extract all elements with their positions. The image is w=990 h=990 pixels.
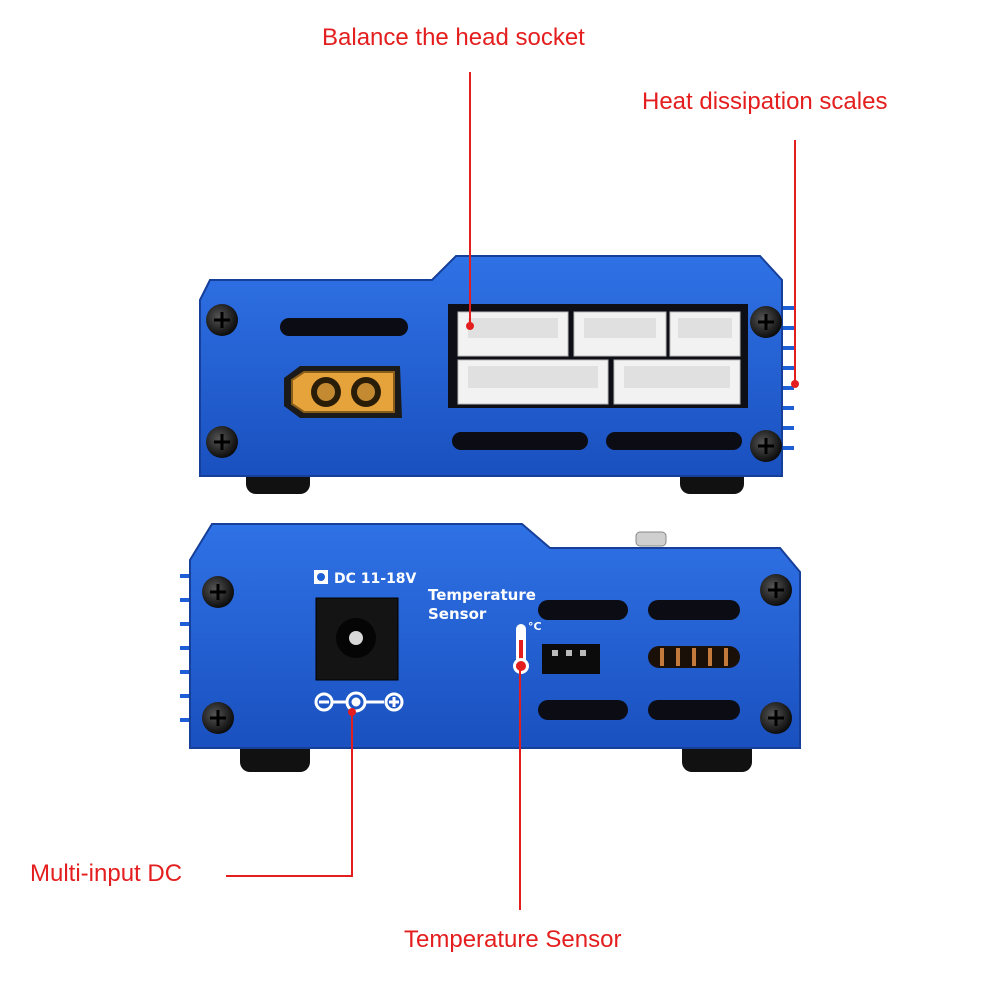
vent-slot (280, 318, 408, 336)
vent-slot (452, 432, 588, 450)
callout-multi-input-dc: Multi-input DC (30, 860, 183, 887)
xt60-connector (284, 366, 402, 418)
polarity-icon (314, 691, 404, 713)
callout-temperature-sensor: Temperature Sensor (404, 926, 622, 953)
copper-coil (660, 648, 728, 666)
screw-icon (202, 702, 234, 734)
screw-icon (760, 702, 792, 734)
knob (635, 531, 667, 547)
temp-label-line1: Temperature (428, 586, 536, 604)
screw-icon (206, 426, 238, 458)
callout-heat-dissipation: Heat dissipation scales (642, 88, 888, 115)
dc-barrel-jack (315, 597, 399, 681)
screw-icon (750, 430, 782, 462)
balance-sockets (448, 304, 748, 408)
temp-sensor-port (542, 644, 600, 674)
vent-slot (648, 600, 740, 620)
screw-icon (206, 304, 238, 336)
screw-icon (202, 576, 234, 608)
vent-slot (538, 700, 628, 720)
screw-icon (750, 306, 782, 338)
screw-icon (760, 574, 792, 606)
callout-balance-socket: Balance the head socket (322, 24, 585, 51)
dc-input-label: DC 11-18V (334, 571, 417, 587)
bottom-charger-panel: DC 11-18V Temperature Sensor (180, 523, 801, 772)
vent-slot (538, 600, 628, 620)
leader-multi-input-dc (226, 712, 353, 877)
temp-label-line2: Sensor (428, 605, 487, 623)
vent-slot (648, 700, 740, 720)
vent-slot (606, 432, 742, 450)
top-charger-panel (199, 255, 794, 494)
callout-lines (226, 72, 799, 910)
heat-fins-bottom (180, 574, 194, 722)
celsius-label: °C (528, 620, 542, 633)
case-body-bottom (189, 523, 801, 749)
heat-fins-top (780, 306, 794, 450)
